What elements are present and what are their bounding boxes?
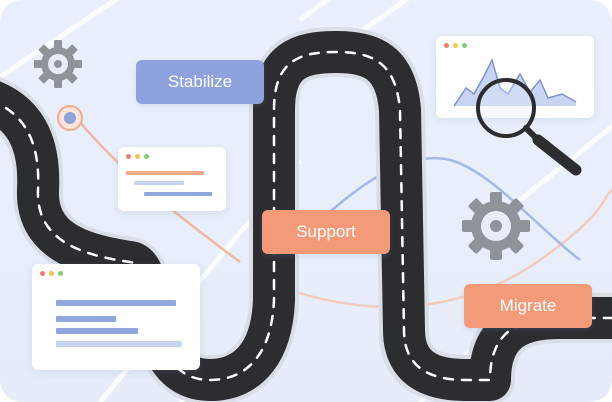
gear-icon [462, 192, 530, 260]
content-line [56, 316, 116, 322]
content-line [144, 192, 212, 196]
migrate-label: Migrate [464, 284, 592, 328]
window-card-small [118, 147, 226, 211]
content-line [134, 181, 184, 185]
window-dots-icon [126, 154, 149, 159]
gear-icon [34, 40, 82, 88]
window-dots-icon [40, 271, 63, 276]
content-line [126, 171, 204, 175]
location-pin-icon [57, 105, 83, 131]
road [0, 27, 612, 402]
blue-route-line [299, 156, 581, 261]
window-card-large [32, 264, 200, 370]
content-line [56, 300, 176, 306]
content-line [56, 328, 138, 334]
pink-route-line [289, 189, 612, 309]
magnifier-icon [476, 78, 582, 176]
content-line [56, 341, 182, 347]
stabilize-label: Stabilize [136, 60, 264, 104]
support-label: Support [262, 210, 390, 254]
window-dots-icon [444, 43, 467, 48]
